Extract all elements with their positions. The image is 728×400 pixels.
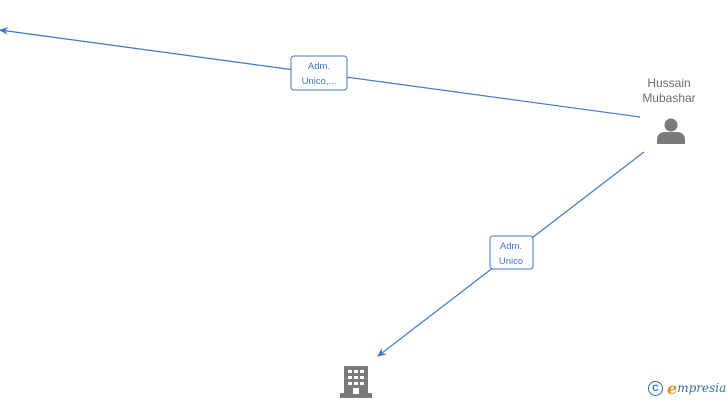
edge-label-box — [489, 235, 534, 270]
brand-logo-initial: e — [667, 378, 678, 398]
building-icon — [340, 366, 372, 398]
edge-label-line-2: Unico — [499, 256, 523, 267]
node-company[interactable] — [340, 366, 372, 398]
brand-logo-text: mpresia — [677, 381, 727, 395]
node-person-hussain-mubashar[interactable]: Hussain Mubashar — [642, 76, 696, 144]
edge-label-box — [290, 55, 348, 91]
node-label-line-1: Hussain — [647, 76, 690, 90]
edge-label-line-1: Adm. — [500, 241, 522, 252]
edge-label-adm-unico-truncated[interactable]: Adm. Unico,... — [290, 55, 348, 91]
person-icon — [657, 118, 685, 144]
edge-label-adm-unico[interactable]: Adm. Unico — [489, 235, 534, 270]
empresia-brand[interactable]: C e mpresia — [648, 378, 726, 398]
node-label-line-2: Mubashar — [642, 91, 695, 105]
copyright-icon: C — [648, 380, 663, 396]
edge-label-line-2: Unico,... — [302, 76, 337, 87]
edge-label-line-1: Adm. — [308, 61, 330, 72]
